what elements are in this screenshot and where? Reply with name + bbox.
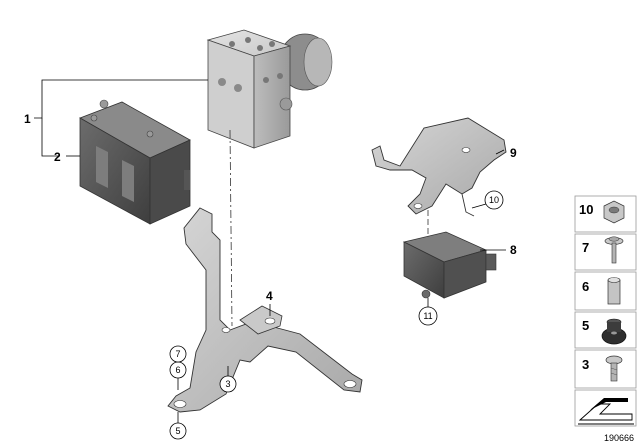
callout-2: 2: [54, 150, 61, 164]
callout-11: 11: [423, 311, 432, 321]
callout-3-circle: [219, 375, 237, 393]
callout-1: 1: [24, 112, 31, 126]
arrow-symbol-icon: [578, 398, 634, 425]
panel-row-6: [574, 271, 637, 311]
sensor-illustration: [402, 231, 497, 299]
callout-7: 7: [175, 349, 180, 359]
panel-num-6: 6: [582, 279, 589, 294]
panel-num-3: 3: [582, 357, 589, 372]
panel-num-5: 5: [582, 318, 589, 333]
callout-5: 5: [175, 426, 180, 436]
leader-lines: [34, 79, 506, 423]
hydraulic-unit-illustration: [206, 29, 333, 149]
callout-4: 4: [266, 289, 273, 303]
panel-num-7: 7: [582, 240, 589, 255]
sensor-bracket-illustration: [371, 117, 507, 217]
rubber-mount-icon: [601, 318, 627, 345]
panel-num-10: 10: [579, 202, 593, 217]
bracket-illustration: [167, 207, 363, 413]
parts-panel: 10 7 6 5 3: [574, 195, 637, 427]
callout-3: 3: [225, 379, 230, 389]
callout-6: 6: [175, 365, 180, 375]
control-unit-illustration: [79, 99, 191, 225]
callout-10: 10: [489, 195, 499, 205]
callout-11-circle: [418, 306, 438, 326]
alignment-line: [229, 129, 233, 327]
callout-10-circle: [484, 190, 504, 210]
screw-icon: [605, 355, 623, 382]
hex-nut-icon: [603, 200, 625, 224]
callout-9: 9: [510, 146, 517, 160]
bolt-washer-icon: [604, 236, 624, 264]
callout-8: 8: [510, 243, 517, 257]
panel-row-3: [574, 349, 637, 389]
callout-7-circle: [169, 345, 187, 363]
callout-5-circle: [169, 422, 187, 440]
diagram-number: 190666: [604, 433, 634, 443]
sleeve-icon: [607, 277, 621, 305]
